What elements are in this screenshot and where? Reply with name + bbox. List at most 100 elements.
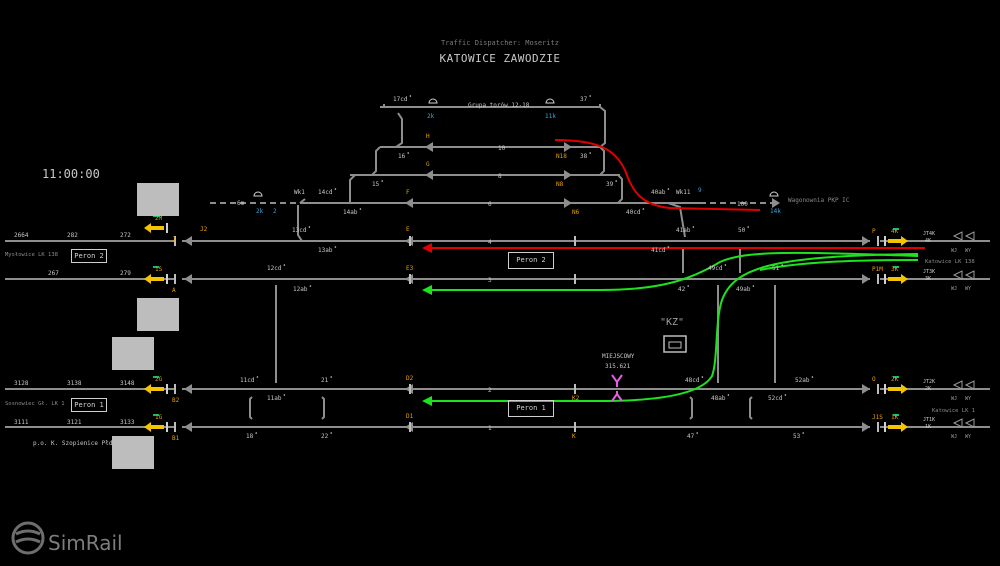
- switch-label-40ab: 40ab: [651, 189, 666, 196]
- switch-label-53: 53: [793, 433, 801, 440]
- switch-dot: [589, 95, 591, 97]
- signal-1S-bar[interactable]: [150, 277, 164, 281]
- signal-4K-bar[interactable]: [888, 239, 902, 243]
- switch-dot: [256, 376, 259, 378]
- train-slot[interactable]: [137, 298, 179, 331]
- switch-dot: [781, 264, 783, 266]
- signal-1G-bar[interactable]: [150, 425, 164, 429]
- train-slot[interactable]: [137, 183, 179, 216]
- group-bracket-left[interactable]: [383, 104, 420, 108]
- signal-3K-repeat: 3K: [925, 276, 931, 282]
- signal-arrow-right: [564, 142, 572, 152]
- signal-2M[interactable]: [144, 223, 151, 233]
- insulated-joint: [877, 422, 879, 432]
- signal-N18-label: N18: [556, 153, 567, 160]
- signal-2K[interactable]: [901, 384, 908, 394]
- switch-21[interactable]: [321, 396, 325, 420]
- switch-dot: [330, 432, 333, 434]
- signal-arrow-right: [862, 236, 870, 246]
- train-slot[interactable]: [112, 436, 154, 469]
- switch-label-12ab: 12ab: [293, 286, 308, 293]
- signal-4K[interactable]: [901, 236, 908, 246]
- group-bracket-right[interactable]: [560, 104, 601, 108]
- switch-48ab[interactable]: [689, 396, 693, 420]
- signal-2G[interactable]: [144, 384, 151, 394]
- signal-3K-bar[interactable]: [888, 277, 902, 281]
- route-red-upper[interactable]: [554, 139, 761, 211]
- shunt-signal-icon[interactable]: [428, 98, 438, 104]
- switch-label-14ab: 14ab: [343, 209, 358, 216]
- switch-dot: [687, 285, 689, 287]
- switch-11ab[interactable]: [249, 396, 253, 420]
- signal-P1M-label: P1M: [872, 266, 883, 273]
- route-green-track-1[interactable]: [430, 253, 919, 402]
- signal-1K-bar[interactable]: [888, 425, 902, 429]
- switch-15[interactable]: [349, 174, 356, 203]
- signal-2M-post: [166, 223, 168, 233]
- signal-4K-indicator: [893, 228, 899, 230]
- destination-myslowice: Mysłowice LK 138: [5, 252, 58, 258]
- signal-arrow-right: [564, 170, 572, 180]
- switch-37[interactable]: [599, 106, 606, 148]
- switch-40ab[interactable]: [667, 202, 686, 238]
- switch-dot: [334, 188, 337, 190]
- switch-dot: [701, 376, 704, 378]
- switch-52cd[interactable]: [749, 396, 753, 420]
- route-green-track-3[interactable]: [430, 251, 919, 291]
- switch-17ab[interactable]: [395, 112, 403, 148]
- shunt-signal-icon[interactable]: [769, 191, 779, 197]
- switch-dot: [589, 152, 591, 154]
- switch-13ab[interactable]: [297, 205, 303, 242]
- signal-1K[interactable]: [901, 422, 908, 432]
- switch-dot: [359, 208, 362, 210]
- signal-2K-repeat: 2K: [925, 386, 931, 392]
- signal-K-label: K: [572, 433, 576, 440]
- switch-label-18: 18: [246, 433, 254, 440]
- signal-1S[interactable]: [144, 274, 151, 284]
- kz-label: "KZ": [660, 317, 684, 328]
- destination-sosnowiec: Sosnowiec Gł. LK 1: [5, 401, 65, 407]
- switch-label-13ab: 13ab: [318, 247, 333, 254]
- switch-label-41cd: 41cd: [651, 247, 666, 254]
- switch-38[interactable]: [599, 146, 605, 176]
- local-control-down-icon[interactable]: [611, 391, 623, 402]
- track-end-arrow-left: [184, 274, 192, 284]
- signal-P-label: P: [872, 228, 876, 235]
- switch-dot: [334, 246, 337, 248]
- insulated-joint: [174, 384, 176, 394]
- kz-box-icon[interactable]: [663, 335, 687, 353]
- switch-label-13cd: 13cd: [292, 227, 307, 234]
- block-label-282: 282: [67, 232, 78, 239]
- switch-label-40cd: 40cd: [626, 209, 641, 216]
- signal-K2-label: K2: [572, 395, 580, 402]
- signal-J-label: J: [172, 236, 176, 243]
- signal-2M-bar[interactable]: [150, 226, 164, 230]
- train-slot[interactable]: [112, 337, 154, 370]
- platform-peron-2-mid: Peron 2: [508, 252, 554, 269]
- local-control-up-icon[interactable]: [611, 374, 623, 387]
- destination-katowice-138: Katowice LK 138: [925, 259, 975, 265]
- switch-label-47: 47: [687, 433, 695, 440]
- switch-label-14cd: 14cd: [318, 189, 333, 196]
- switch-dot: [409, 95, 412, 97]
- switch-14cd[interactable]: [299, 198, 306, 204]
- insulated-joint: [174, 274, 176, 284]
- exit-arrow-icon: [952, 380, 963, 390]
- signal-D2-label: D2: [406, 375, 414, 382]
- signal-3K[interactable]: [901, 274, 908, 284]
- signal-2K-bar[interactable]: [888, 387, 902, 391]
- switch-39[interactable]: [617, 174, 623, 204]
- signal-2G-bar[interactable]: [150, 387, 164, 391]
- signal-1G[interactable]: [144, 422, 151, 432]
- switch-dot: [309, 285, 312, 287]
- route-green-branch[interactable]: [759, 259, 919, 271]
- exit-arrow-icon: [964, 380, 975, 390]
- shunt-signal-2k: 2k: [256, 208, 264, 215]
- insulated-joint: [877, 236, 879, 246]
- switch-label-41ab: 41ab: [676, 227, 691, 234]
- switch-16[interactable]: [371, 146, 381, 176]
- block-label-3121: 3121: [67, 419, 82, 426]
- shunt-signal-icon[interactable]: [545, 98, 555, 104]
- shunt-signal-icon[interactable]: [253, 191, 263, 197]
- block-label-2664: 2664: [14, 232, 29, 239]
